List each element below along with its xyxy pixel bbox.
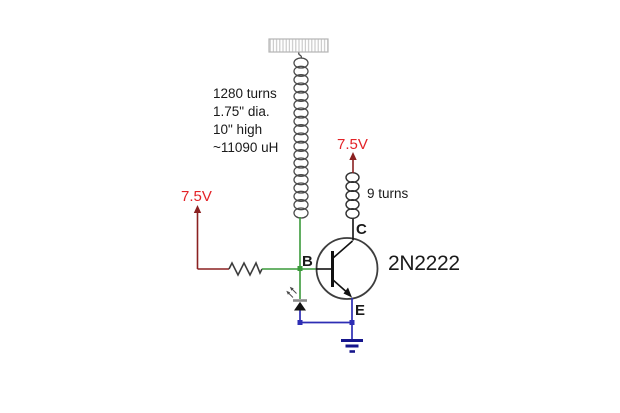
primary-coil-label: 9 turns	[367, 186, 409, 201]
left-supply-wire	[196, 212, 229, 270]
spec-line: 1.75" dia.	[213, 104, 270, 119]
left-supply-arrowhead-icon	[193, 205, 202, 213]
spec-line: ~11090 uH	[213, 140, 279, 155]
topload-antenna-icon	[268, 38, 329, 59]
ground-icon	[341, 339, 363, 353]
led-icon	[286, 286, 307, 311]
emitter-arrow-icon	[343, 287, 352, 298]
right-supply-label: 7.5V	[337, 136, 368, 153]
resistor-icon	[228, 261, 263, 277]
terminal-c-label: C	[356, 221, 367, 238]
emitter-wire	[299, 298, 353, 339]
right-supply-arrowhead-icon	[349, 152, 357, 160]
terminal-e-label: E	[355, 302, 366, 319]
secondary-coil-specs: 1280 turns 1.75" dia. 10" high ~11090 uH	[213, 85, 278, 157]
base-wire	[262, 217, 316, 299]
left-supply-label: 7.5V	[181, 188, 212, 205]
primary-coil-icon	[345, 171, 360, 220]
terminal-b-label: B	[302, 253, 313, 270]
led-junction-dot	[297, 320, 303, 325]
transistor-part-label: 2N2222	[388, 252, 460, 275]
spec-line: 1280 turns	[213, 86, 277, 101]
spec-line: 10" high	[213, 122, 263, 137]
transistor-symbol	[315, 237, 379, 300]
base-junction-dot	[297, 266, 303, 271]
secondary-coil-icon	[293, 57, 309, 219]
emitter-junction-dot	[349, 320, 355, 325]
